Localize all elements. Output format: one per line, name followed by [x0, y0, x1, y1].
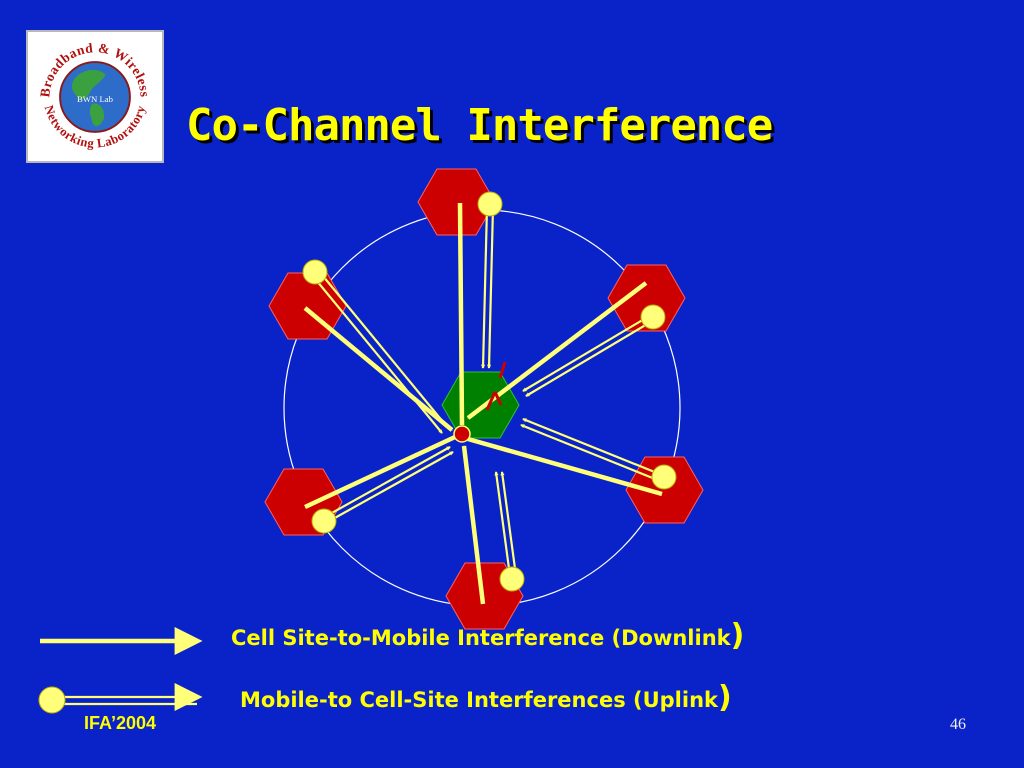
- slide-title: Co-Channel Interference: [186, 100, 773, 151]
- uplink-arrow-lower-left-b: [323, 451, 454, 525]
- legend-uplink-label: Mobile-to Cell-Site Interferences (Uplin…: [240, 680, 732, 715]
- mobile-dot-lower-right: [651, 464, 677, 490]
- uplink-arrow-upper-right-a: [522, 314, 652, 392]
- footer-conference-label: IFA’2004: [84, 713, 157, 733]
- lab-logo: Broadband & Wireless Networking Laborato…: [26, 30, 164, 163]
- interfering-cell-lower-right: [625, 456, 704, 524]
- uplink-arrow-bottom-b: [500, 471, 518, 577]
- uplink-arrow-lower-right-a: [522, 417, 663, 477]
- downlink-arrow-top: [457, 202, 465, 426]
- uplink-arrow-top-a: [480, 206, 489, 369]
- uplink-arrow-lower-right-b: [520, 423, 661, 483]
- svg-text:BWN Lab: BWN Lab: [77, 94, 114, 104]
- interfering-cell-upper-right: [607, 264, 686, 332]
- uplink-arrow-lower-left-a: [320, 446, 451, 520]
- downlink-arrow-upper-left: [303, 306, 454, 432]
- downlink-arrow-lower-left: [304, 434, 456, 510]
- uplink-arrow-upper-right-b: [525, 319, 655, 397]
- mobile-dot-lower-left: [311, 508, 337, 534]
- mobile-dot-bottom: [499, 566, 525, 592]
- uplink-arrow-bottom-a: [494, 471, 512, 577]
- serving-mobile-icon: [453, 425, 471, 443]
- globe-icon: Broadband & Wireless Networking Laborato…: [37, 40, 152, 150]
- uplink-arrow-upper-left-a: [317, 269, 449, 429]
- interfering-cell-top: [417, 168, 496, 236]
- mobile-dot-upper-right: [640, 304, 666, 330]
- serving-cell: [441, 371, 520, 439]
- interfering-cell-upper-left: [268, 272, 347, 340]
- mobile-dot-top: [477, 191, 503, 217]
- legend-uplink-symbol: [38, 683, 203, 714]
- cell-site-antenna-icon: [485, 361, 507, 411]
- legend-downlink-label: Cell Site-to-Mobile Interference (Downli…: [231, 618, 745, 653]
- downlink-arrow-upper-right: [466, 281, 648, 420]
- downlink-arrow-bottom: [461, 445, 486, 605]
- mobile-dot-upper-left: [302, 259, 328, 285]
- uplink-arrow-top-b: [486, 206, 495, 369]
- uplink-arrow-upper-left-b: [311, 274, 443, 434]
- downlink-arrow-lower-right: [467, 436, 663, 497]
- slide-number: 46: [950, 716, 966, 733]
